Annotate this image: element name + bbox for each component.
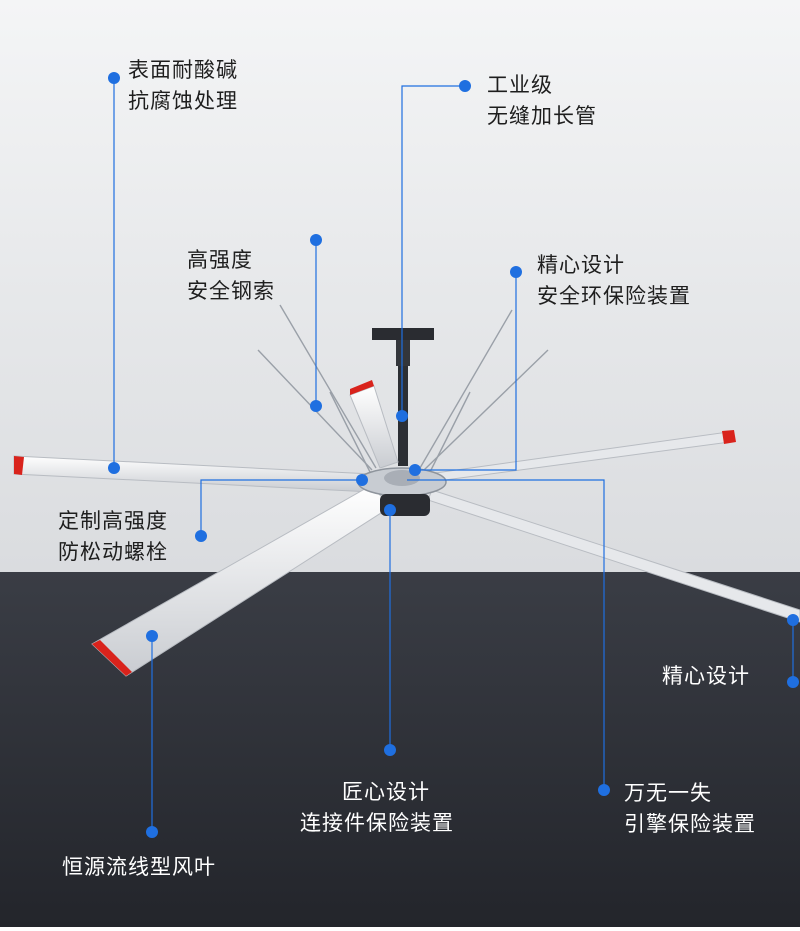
- label-motor-line2: 引擎保险装置: [624, 812, 756, 836]
- label-bolt-line2: 防松动螺栓: [58, 540, 168, 564]
- label-safety-ring-line2: 安全环保险装置: [537, 284, 691, 308]
- label-connector-line1: 匠心设计: [342, 780, 430, 804]
- label-blade-shape: 恒源流线型风叶: [62, 852, 216, 883]
- mount-neck: [396, 340, 410, 366]
- label-bolt: 定制高强度 防松动螺栓: [58, 506, 168, 568]
- label-motor: 万无一失 引擎保险装置: [624, 778, 756, 840]
- label-safety-ring: 精心设计 安全环保险装置: [537, 250, 691, 312]
- label-coating-line2: 抗腐蚀处理: [128, 89, 238, 113]
- label-blade-right-line1: 精心设计: [662, 664, 750, 688]
- blade-right-lower: [427, 489, 800, 623]
- label-cable-line1: 高强度: [187, 248, 253, 272]
- callout-dots: [108, 72, 799, 838]
- label-coating: 表面耐酸碱 抗腐蚀处理: [128, 55, 238, 117]
- label-connector: 匠心设计 连接件保险装置: [300, 777, 454, 839]
- blade-left-tip: [14, 456, 24, 475]
- label-pipe-line2: 无缝加长管: [487, 104, 597, 128]
- mount-plate: [372, 328, 434, 340]
- leader-lines: [113, 78, 794, 832]
- label-motor-line1: 万无一失: [624, 781, 712, 805]
- blade-right-upper-tip: [722, 430, 736, 444]
- label-safety-ring-line1: 精心设计: [537, 253, 625, 277]
- label-blade-right: 精心设计: [662, 661, 750, 692]
- blade-back-tip: [350, 380, 374, 395]
- label-bolt-line1: 定制高强度: [58, 509, 168, 533]
- label-cable: 高强度 安全钢索: [187, 245, 275, 307]
- label-coating-line1: 表面耐酸碱: [128, 58, 238, 82]
- label-pipe-line1: 工业级: [487, 73, 553, 97]
- blade-front-tip: [92, 640, 132, 676]
- label-connector-line2: 连接件保险装置: [300, 811, 454, 835]
- label-blade-shape-line1: 恒源流线型风叶: [62, 855, 216, 879]
- label-pipe: 工业级 无缝加长管: [487, 70, 597, 132]
- label-cable-line2: 安全钢索: [187, 279, 275, 303]
